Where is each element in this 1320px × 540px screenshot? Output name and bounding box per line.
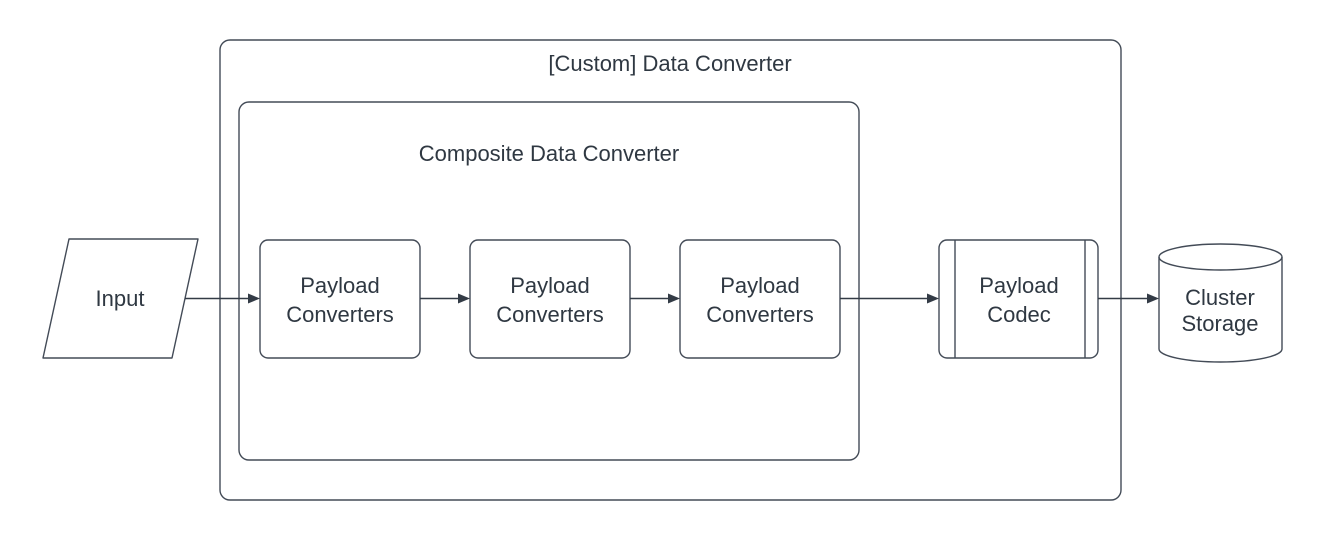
input-node — [42, 238, 199, 359]
payload-codec-label-line2: Codec — [987, 302, 1051, 327]
arrow-input-to-converters1-head — [248, 293, 260, 304]
cluster-storage-node — [1158, 243, 1283, 363]
input-node-label: Input — [96, 286, 145, 311]
payload-codec-node — [938, 239, 1099, 359]
payload-converters-node-1 — [259, 239, 421, 359]
payload-converters-1-label-line1: Payload — [300, 273, 380, 298]
composite-data-converter-title: Composite Data Converter — [419, 141, 679, 166]
payload-converters-3-label-line1: Payload — [720, 273, 800, 298]
payload-converters-2-label-line2: Converters — [496, 302, 604, 327]
payload-converters-1-label-line2: Converters — [286, 302, 394, 327]
payload-converters-3-label-line2: Converters — [706, 302, 814, 327]
cluster-storage-rim — [1158, 256, 1283, 271]
payload-converters-node-2 — [469, 239, 631, 359]
composite-data-converter-container — [238, 101, 860, 461]
arrow-converters1-to-converters2-head — [458, 293, 470, 304]
cluster-storage-label-line2: Storage — [1181, 311, 1258, 336]
arrow-converters2-to-converters3-head — [668, 293, 680, 304]
payload-converters-2-label-line1: Payload — [510, 273, 590, 298]
arrow-codec-to-storage-head — [1147, 293, 1159, 304]
custom-data-converter-container — [219, 39, 1122, 501]
cluster-storage-label-line1: Cluster — [1185, 285, 1255, 310]
payload-codec-label-line1: Payload — [979, 273, 1059, 298]
custom-data-converter-title: [Custom] Data Converter — [548, 51, 791, 76]
arrow-converters3-to-codec-head — [927, 293, 939, 304]
payload-converters-node-3 — [679, 239, 841, 359]
